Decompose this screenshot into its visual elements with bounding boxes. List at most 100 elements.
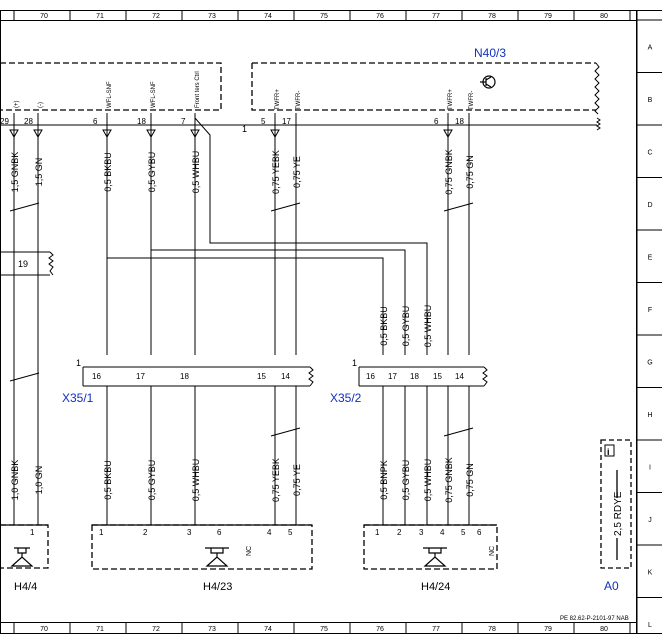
a0-wire-label: 2,5 RDYE xyxy=(613,491,624,536)
row-label: G xyxy=(647,359,652,366)
wire-label: 0,5 GYBU xyxy=(147,460,157,501)
column-label: 78 xyxy=(488,13,496,20)
row-label: I xyxy=(649,464,651,471)
column-label: 70 xyxy=(40,626,48,633)
wire-label: 0,5 WHBU xyxy=(423,459,433,502)
module-pin-signal: TWFR- xyxy=(296,91,302,110)
component-pin: 2 xyxy=(143,528,148,537)
speaker-icon xyxy=(423,547,447,567)
h4-4-box xyxy=(0,524,49,569)
x35-pin: 15 xyxy=(257,372,266,381)
speaker-icon xyxy=(10,547,34,567)
column-label: 72 xyxy=(152,626,160,633)
component-pin: 4 xyxy=(440,528,445,537)
wire xyxy=(194,117,428,355)
row-label: A xyxy=(648,44,653,51)
x35-pin: 18 xyxy=(180,372,189,381)
h4-24-label: H4/24 xyxy=(421,581,450,593)
wire-break-mark xyxy=(270,202,301,212)
x35-pin: 15 xyxy=(433,372,442,381)
wire xyxy=(150,205,406,355)
row-label: D xyxy=(647,202,652,209)
module-pin-number: 7 xyxy=(181,117,186,126)
wire-label: 1,5 GN xyxy=(34,158,44,187)
module-pin-signal: (-) xyxy=(38,102,44,108)
column-label: 73 xyxy=(208,626,216,633)
x35-2-zigzag xyxy=(482,366,488,387)
wire-label: 0,5 BKBU xyxy=(379,306,389,346)
module-pin-number: 18 xyxy=(137,117,146,126)
wire-label: 0,75 GNBK xyxy=(444,149,454,195)
wire-label: 0,5 GYBU xyxy=(147,152,157,193)
column-label: 80 xyxy=(600,626,608,633)
module-pin-number: 5 xyxy=(261,117,266,126)
x35-pin: 16 xyxy=(92,372,101,381)
frame xyxy=(0,10,662,634)
column-label: 72 xyxy=(152,13,160,20)
column-label: 79 xyxy=(544,13,552,20)
module-pin-number: 28 xyxy=(24,117,33,126)
speaker-icon xyxy=(205,547,229,567)
n40-pin1-label: 1 xyxy=(242,124,247,134)
wire-label: 0,5 BNPK xyxy=(379,460,389,500)
wire-label: 0,75 YE xyxy=(292,156,302,188)
x35-1-zigzag xyxy=(308,366,314,387)
wire-label: 0,75 YEBK xyxy=(271,458,281,502)
h4-4-label: H4/4 xyxy=(14,581,37,593)
component-pin: 2 xyxy=(397,528,402,537)
x35-pin: 17 xyxy=(136,372,145,381)
wire-label: 0,75 GN xyxy=(465,155,475,189)
module-pin-number: 18 xyxy=(455,117,464,126)
module-pin-number: 6 xyxy=(93,117,98,126)
module-pin-signal: TWFR+ xyxy=(275,89,281,110)
component-pin: 1 xyxy=(30,528,35,537)
column-label: 73 xyxy=(208,13,216,20)
connector-19 xyxy=(0,251,54,276)
module-pin-number: 17 xyxy=(282,117,291,126)
x35-pin: 14 xyxy=(455,372,464,381)
row-label: K xyxy=(648,569,653,576)
x35-1-pin1: 1 xyxy=(76,358,81,368)
wire-label: 0,75 GN xyxy=(465,463,475,497)
column-label: 71 xyxy=(96,626,104,633)
x35-1-connector xyxy=(82,366,310,387)
wire-break-mark xyxy=(9,202,40,212)
info-icon: i xyxy=(607,447,610,457)
transistor-icon xyxy=(480,75,496,89)
column-label: 76 xyxy=(376,13,384,20)
row-label: J xyxy=(648,517,652,524)
module-pin-signal: TWFR- xyxy=(469,91,475,110)
column-label: 75 xyxy=(320,626,328,633)
column-label: 71 xyxy=(96,13,104,20)
x35-1-label: X35/1 xyxy=(62,391,94,405)
wire-label: 0,75 YEBK xyxy=(271,150,281,194)
wire-label: 0,5 BKBU xyxy=(103,152,113,192)
column-label: 75 xyxy=(320,13,328,20)
column-label: 79 xyxy=(544,626,552,633)
component-pin: 3 xyxy=(187,528,192,537)
bus-right-zigzag xyxy=(596,117,601,131)
wire xyxy=(106,205,384,355)
wire-label: 0,5 WHBU xyxy=(423,305,433,348)
wire-break-mark xyxy=(443,202,474,212)
component-pin: 1 xyxy=(375,528,380,537)
n40-edge-zigzag xyxy=(594,62,600,115)
top-left-module-box xyxy=(0,62,222,111)
a0-box xyxy=(600,439,632,569)
x35-2-pin1: 1 xyxy=(352,358,357,368)
wire-break-mark xyxy=(9,372,40,382)
module-pin-number: 6 xyxy=(434,117,439,126)
x35-pin: 14 xyxy=(281,372,290,381)
x35-2-label: X35/2 xyxy=(330,391,362,405)
row-label: L xyxy=(648,622,652,629)
column-label: 74 xyxy=(264,13,272,20)
wire-label: 0,5 GYBU xyxy=(401,306,411,347)
row-label: H xyxy=(647,412,652,419)
wire-break-mark xyxy=(270,427,301,437)
module-pin-signal: Front ters Ctrl xyxy=(195,71,201,108)
wire-label: 0,5 WHBU xyxy=(191,151,201,194)
